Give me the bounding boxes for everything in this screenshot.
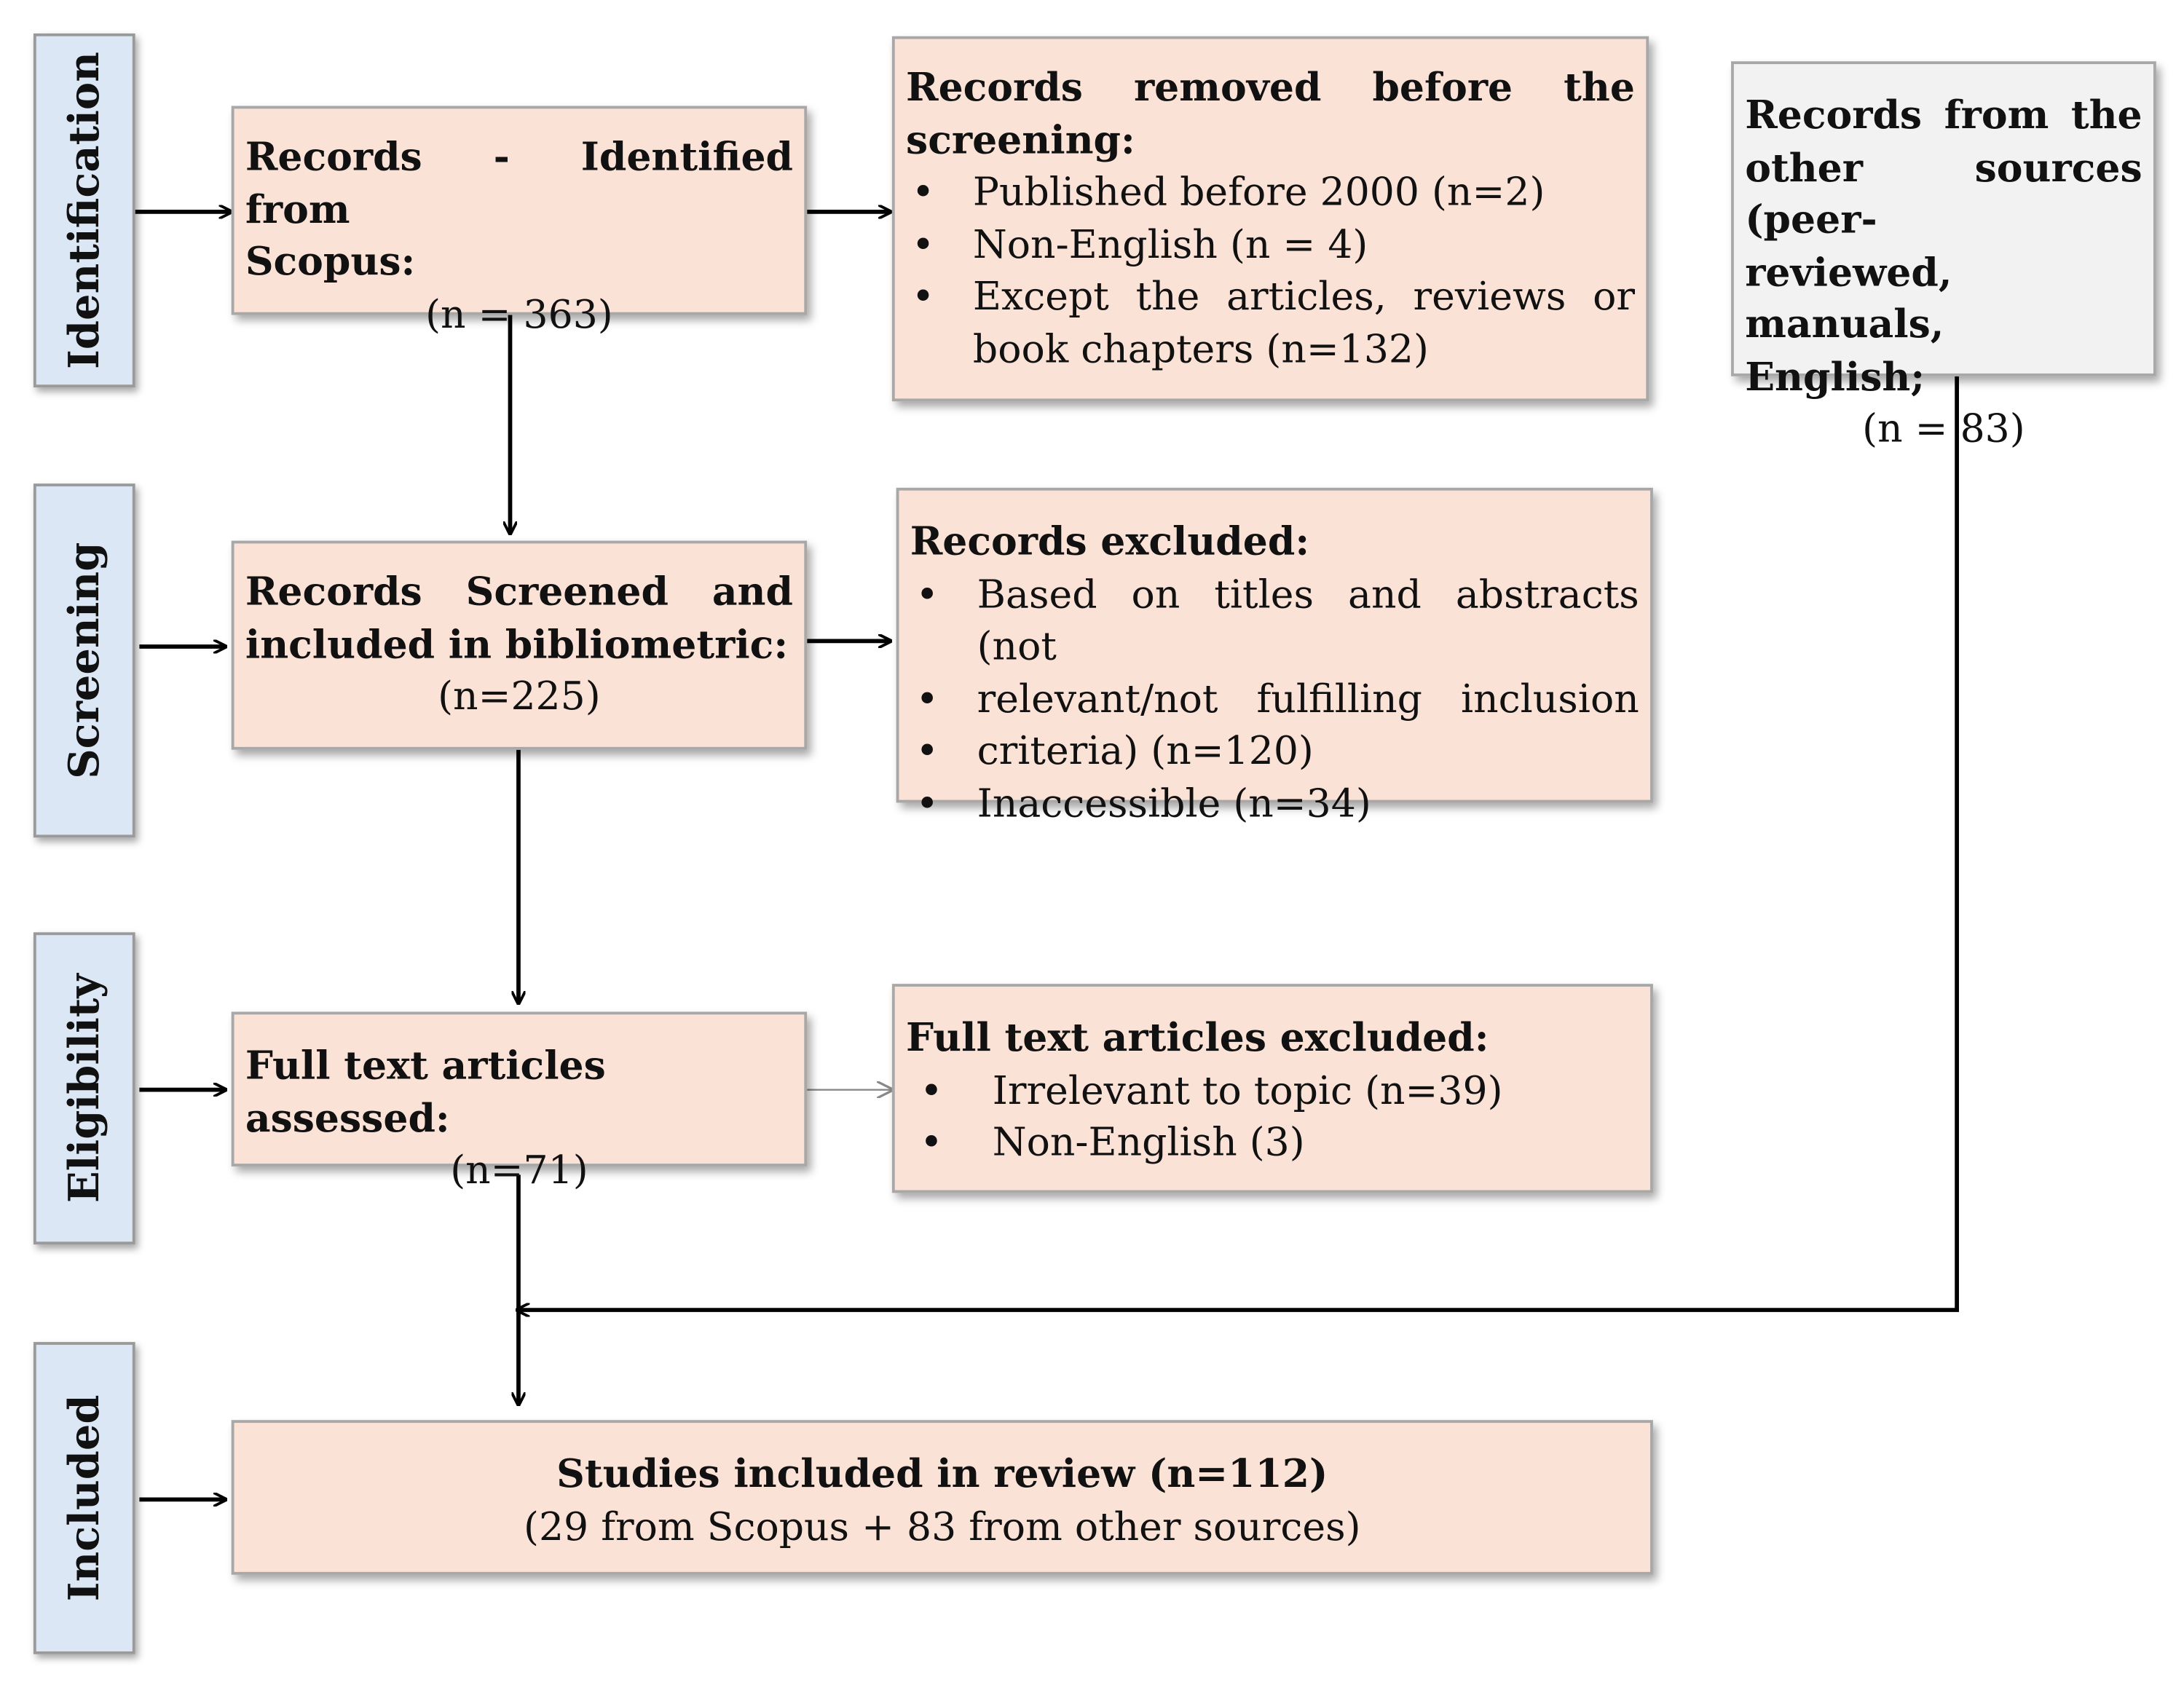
removed-item-3: Except the articles, reviews or (906, 270, 1635, 323)
screened-title-line1: Records Screened and (245, 568, 794, 615)
fulltext-excluded-item-2: Non-English (3) (915, 1116, 1639, 1169)
excluded-item-1-line2: relevant/not fulfilling inclusion (910, 672, 1639, 724)
included-title: Studies included in review (n=112) (556, 1450, 1328, 1497)
phase-eligibility: Eligibility (33, 932, 135, 1245)
excluded-item-2: Inaccessible (n=34) (910, 777, 1639, 829)
box-records-screened: Records Screened and included in bibliom… (231, 540, 808, 750)
assessed-count: (n=71) (450, 1147, 588, 1193)
arrow-other-sources-to-merge (517, 376, 1959, 1310)
screened-count: (n=225) (438, 673, 601, 719)
fulltext-excluded-item-1: Irrelevant to topic (n=39) (915, 1064, 1639, 1116)
phase-included: Included (33, 1342, 135, 1654)
box-records-excluded: Records excluded: Based on titles and ab… (896, 487, 1653, 829)
phase-screening-label: Screening (60, 542, 109, 779)
removed-item-2: Non-English (n = 4) (906, 218, 1635, 271)
box-fulltext-assessed: Full text articles assessed: (n=71) (231, 1011, 808, 1193)
identified-title-line2: Scopus: (245, 238, 416, 285)
removed-title-line2: screening: (906, 116, 1135, 162)
box-records-removed: Records removed before the screening: Pu… (891, 36, 1649, 402)
box-fulltext-excluded: Full text articles excluded: Irrelevant … (891, 984, 1653, 1193)
phase-identification-label: Identification (60, 52, 109, 369)
phase-screening: Screening (33, 483, 135, 838)
box-records-identified: Records - Identified from Scopus: (n = 3… (231, 106, 808, 336)
other-sources-line1: Records from the (1745, 92, 2142, 138)
box-other-sources: Records from the other sources (peer- re… (1731, 61, 2156, 451)
assessed-title: Full text articles assessed: (245, 1042, 606, 1141)
excluded-title: Records excluded: (910, 518, 1310, 565)
removed-item-3-continued: book chapters (n=132) (972, 325, 1429, 372)
other-sources-line2: other sources (peer- (1745, 144, 2142, 243)
phase-included-label: Included (60, 1394, 109, 1602)
excluded-item-1-line3: criteria) (n=120) (910, 724, 1639, 777)
included-detail: (29 from Scopus + 83 from other sources) (524, 1503, 1361, 1549)
identified-count: (n = 363) (425, 291, 613, 337)
excluded-item-1-line1: Based on titles and abstracts (not (910, 568, 1639, 673)
screened-title-line2: included in bibliometric: (245, 620, 789, 667)
removed-item-1: Published before 2000 (n=2) (906, 166, 1635, 218)
removed-title-line1: Records removed before the (906, 64, 1636, 111)
fulltext-excluded-title: Full text articles excluded: (906, 1014, 1489, 1061)
phase-eligibility-label: Eligibility (60, 974, 109, 1204)
phase-identification: Identification (33, 33, 135, 388)
other-sources-line4: English; (1745, 353, 1925, 400)
other-sources-count: (n = 83) (1862, 405, 2025, 452)
identified-title-line1: Records - Identified from (245, 133, 794, 232)
box-studies-included: Studies included in review (n=112) (29 f… (231, 1420, 1653, 1575)
other-sources-line3: reviewed, manuals, (1745, 248, 1952, 347)
